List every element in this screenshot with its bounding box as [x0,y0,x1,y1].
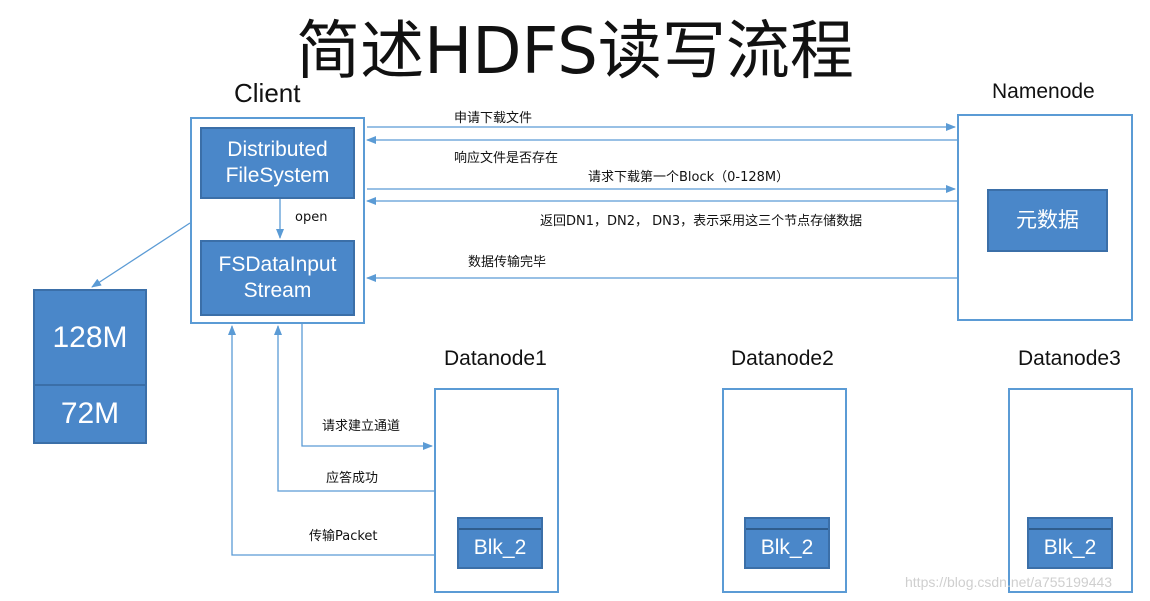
block-cap [746,519,828,530]
arrow-transfer-packet [228,325,434,556]
datanode3-block: Blk_2 [1027,517,1113,569]
msg-request-download: 申请下载文件 [454,111,533,126]
block-72m-text: 72M [60,397,120,430]
datanode2-block-text: Blk_2 [760,536,814,559]
distributed-filesystem-text: Distributed FileSystem [225,138,330,187]
watermark: https://blog.csdn.net/a755199443 [905,574,1113,590]
block-cap [459,519,541,530]
msg-request-channel: 请求建立通道 [322,419,401,434]
datanode3-block-text: Blk_2 [1043,536,1097,559]
datanode2-block: Blk_2 [744,517,830,569]
block-cap [1029,519,1111,530]
block-128m-text: 128M [52,320,128,354]
block-72m: 72M [33,384,147,444]
msg-respond-exists: 响应文件是否存在 [454,151,559,166]
msg-ack-success: 应答成功 [326,471,379,486]
datanode2-label: Datanode2 [731,347,834,370]
client-label: Client [234,78,301,108]
msg-return-datanodes: 返回DN1，DN2， DN3，表示采用这三个节点存储数据 [540,214,863,229]
msg-transfer-packet: 传输Packet [309,529,378,544]
arrow-client-split [91,222,191,288]
page-title: 简述HDFS读写流程 [296,15,854,89]
metadata-text: 元数据 [1016,208,1079,232]
datanode3-label: Datanode3 [1018,347,1121,370]
msg-transfer-complete: 数据传输完毕 [468,255,547,270]
datanode1-label: Datanode1 [444,347,547,370]
arrow-ack-success [274,325,434,492]
distributed-filesystem-box: Distributed FileSystem [200,127,355,199]
metadata-box: 元数据 [987,189,1108,252]
datanode1-block: Blk_2 [457,517,543,569]
datanode1-block-text: Blk_2 [473,536,527,559]
fsdatainputstream-box: FSDataInput Stream [200,240,355,316]
fsdatainputstream-text: FSDataInput Stream [218,253,337,302]
namenode-label: Namenode [992,80,1095,103]
open-label: open [295,210,328,225]
arrow-request-channel [301,324,433,450]
msg-request-first-block: 请求下载第一个Block（0-128M） [588,170,790,185]
